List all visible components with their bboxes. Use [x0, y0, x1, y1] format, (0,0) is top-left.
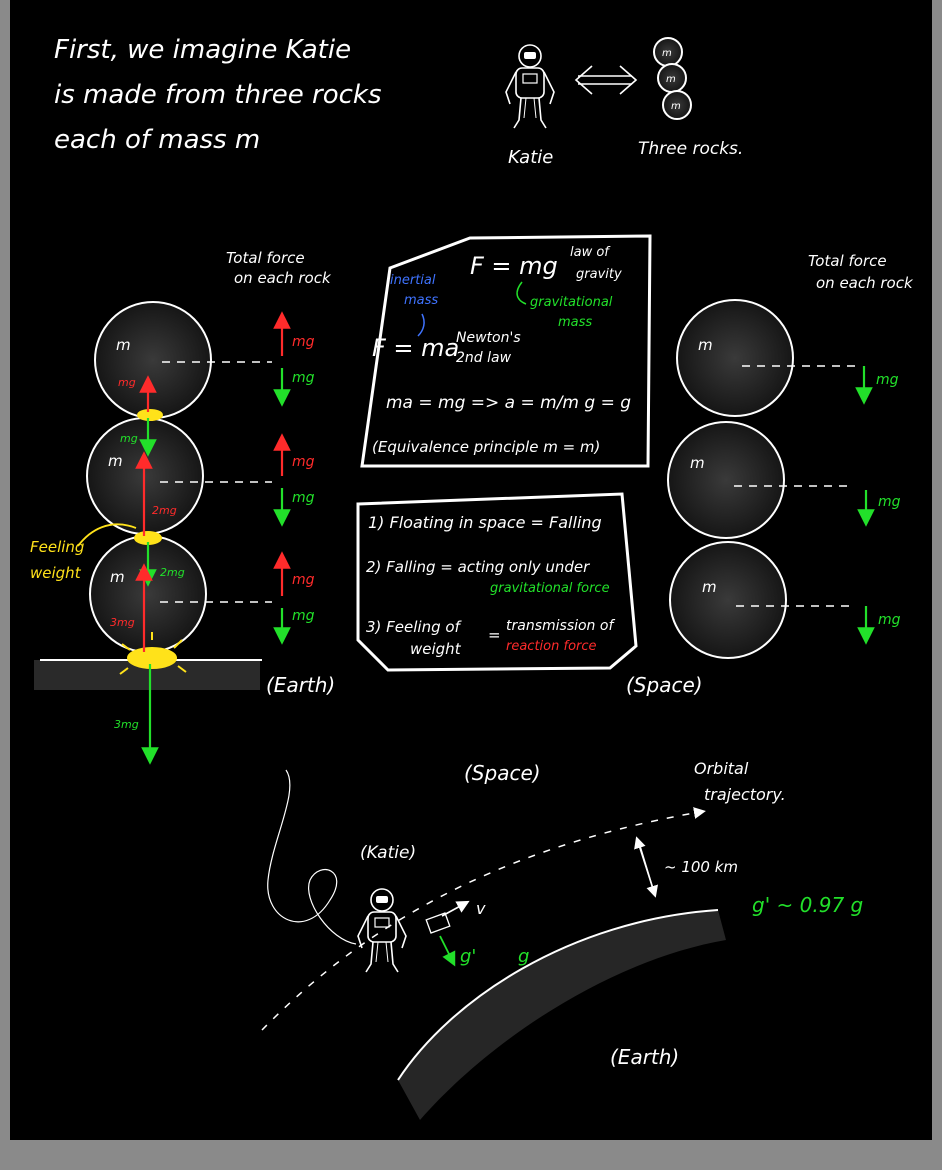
rock-mass-label: m	[702, 578, 717, 596]
force-label: mg	[292, 608, 315, 624]
rock-mass-label: m	[116, 336, 131, 354]
three-rocks-icon	[653, 37, 692, 120]
contact-spark-icon	[119, 409, 187, 675]
equivalence-principle: (Equivalence principle m = m)	[372, 438, 600, 456]
statement-3-sub: reaction force	[506, 639, 597, 654]
space-rock-bottom	[669, 541, 787, 659]
derivation: ma = mg => a = m/m g = g	[386, 393, 631, 413]
inertial-mass-label: inertial	[390, 273, 436, 288]
center-dash-lines	[160, 361, 272, 603]
space-total-force-title: Total force	[808, 252, 887, 270]
earth-rock-top	[94, 301, 212, 419]
statements-box	[356, 492, 638, 672]
statement-1: 1) Floating in space = Falling	[368, 513, 602, 532]
force-label: mg	[292, 334, 315, 350]
statement-3: 3) Feeling of	[366, 618, 463, 636]
statement-3: transmission of	[506, 618, 615, 634]
katie-orbit-marker	[425, 912, 451, 934]
small-rock-label: m	[671, 101, 681, 112]
gprime-equation: g' ~ 0.97 g	[752, 893, 863, 917]
force-label: 2mg	[160, 566, 185, 579]
intro-line-1: First, we imagine Katie	[54, 35, 351, 65]
force-label: mg	[120, 432, 138, 445]
orbit-earth-label: (Earth)	[610, 1045, 679, 1069]
force-label: mg	[292, 572, 315, 588]
force-label: mg	[292, 490, 315, 506]
force-label: mg	[878, 494, 901, 510]
earth-total-force-title: Total force	[226, 249, 305, 267]
rock-mass-label: m	[690, 454, 705, 472]
altitude-label: ~ 100 km	[664, 858, 738, 876]
katie-label: Katie	[508, 147, 553, 168]
statement-3: weight	[410, 640, 462, 658]
rock-mass-label: m	[108, 452, 123, 470]
eq-gravity: F = mg	[470, 252, 558, 280]
gprime-label: g'	[460, 946, 476, 967]
space-caption: (Space)	[626, 673, 703, 697]
equivalence-arrow-icon	[574, 65, 638, 95]
orbital-label: trajectory.	[704, 785, 786, 804]
space-rock-middle	[667, 421, 785, 539]
force-label: mg	[876, 372, 899, 388]
chalkboard-canvas: First, we imagine Katie is made from thr…	[10, 0, 932, 1140]
feeling-label: weight	[30, 564, 82, 582]
gravity-law-label: gravity	[576, 267, 622, 282]
eq-newton: F = ma	[372, 334, 459, 362]
velocity-label: v	[476, 899, 486, 918]
grav-mass-label: gravitational	[530, 295, 613, 310]
force-label: mg	[292, 370, 315, 386]
gravity-law-label: law of	[570, 245, 611, 260]
equation-box	[360, 234, 652, 468]
feeling-label: Feeling	[30, 538, 84, 556]
small-rock-label: m	[666, 74, 676, 85]
force-label: mg	[118, 376, 136, 389]
earth-surface	[398, 910, 726, 1120]
space-force-arrows	[855, 366, 875, 645]
katie-astronaut-icon	[505, 44, 555, 129]
force-label: mg	[878, 612, 901, 628]
newton-label: Newton's	[456, 330, 521, 346]
diagram-svg: First, we imagine Katie is made from thr…	[30, 35, 914, 1120]
katie-astronaut-icon	[357, 888, 407, 973]
inertial-mass-label: mass	[404, 293, 438, 308]
orbital-label: Orbital	[694, 759, 749, 778]
earth-total-force-title: on each rock	[234, 269, 332, 287]
earth-caption: (Earth)	[266, 673, 335, 697]
g-label: g	[518, 946, 529, 967]
center-dash-lines	[734, 365, 860, 607]
rock-mass-label: m	[110, 568, 125, 586]
space-rock-top	[676, 299, 794, 417]
statement-2: 2) Falling = acting only under	[366, 558, 590, 576]
orbital-trajectory	[261, 807, 706, 1031]
katie-orbit-label: (Katie)	[360, 843, 416, 863]
earth-horizon	[397, 909, 719, 1081]
rock-mass-label: m	[698, 336, 713, 354]
force-label: 3mg	[114, 718, 139, 731]
force-label: 2mg	[152, 504, 177, 517]
feeling-pointer	[77, 523, 137, 547]
grav-mass-label: mass	[558, 315, 592, 330]
newton-label: 2nd law	[456, 350, 512, 366]
rocks-label: Three rocks.	[638, 139, 743, 159]
small-rock-label: m	[662, 48, 672, 59]
tether-cable	[267, 769, 357, 945]
orbit-space-label: (Space)	[464, 761, 541, 785]
statement-3-equals: =	[488, 626, 501, 644]
force-label: 3mg	[110, 616, 135, 629]
intro-line-3: each of mass m	[54, 125, 260, 155]
statement-2-sub: gravitational force	[490, 581, 610, 596]
intro-line-2: is made from three rocks	[54, 80, 382, 110]
space-total-force-title: on each rock	[816, 274, 914, 292]
force-label: mg	[292, 454, 315, 470]
